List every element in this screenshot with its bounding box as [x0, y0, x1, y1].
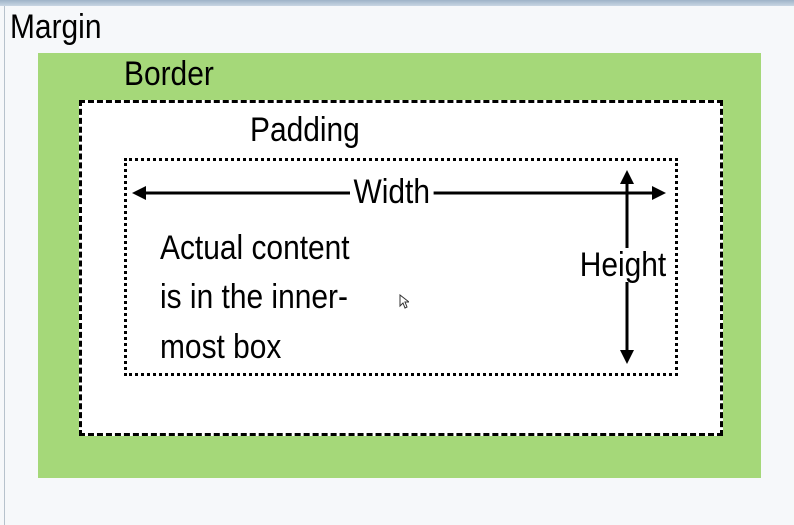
content-line: most box	[160, 327, 282, 366]
width-label: Width	[350, 175, 434, 209]
padding-label: Padding	[250, 111, 360, 149]
content-line: is in the inner-	[160, 278, 348, 317]
margin-label: Margin	[10, 8, 102, 46]
height-arrow-top-head	[620, 170, 634, 184]
content-description: Actual content is in the inner- most box	[160, 224, 350, 372]
height-label: Height	[578, 246, 669, 284]
window-top-strip	[0, 0, 794, 6]
width-arrow-left-head	[132, 186, 146, 200]
mouse-pointer-icon	[399, 294, 409, 309]
left-edge-rule	[4, 6, 5, 525]
width-arrow-right-head	[652, 186, 666, 200]
content-line: Actual content	[160, 229, 350, 267]
height-arrow-bottom-head	[620, 350, 634, 364]
border-label: Border	[124, 55, 214, 93]
